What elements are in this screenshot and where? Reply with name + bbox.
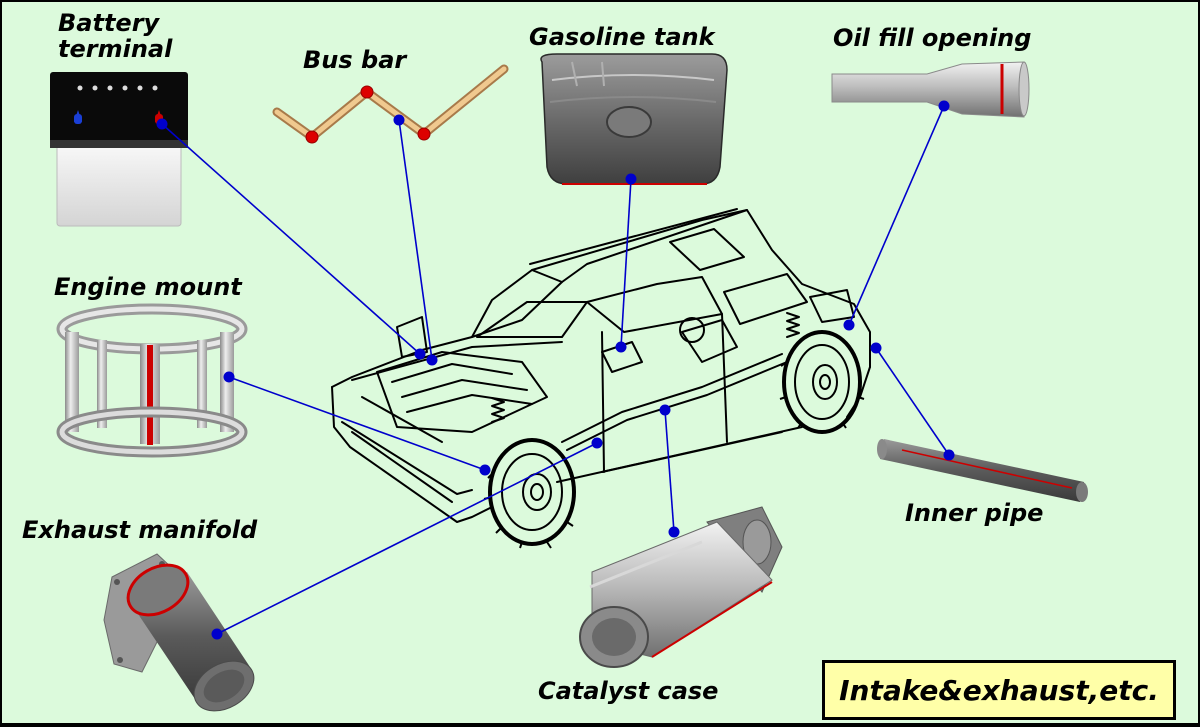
- leader-dots: [156, 100, 955, 640]
- gasoline-tank-icon: [540, 53, 728, 185]
- leader-lines: [161, 105, 950, 635]
- leader-line-bus-bar: [398, 119, 433, 361]
- engine-mount-icon: [56, 303, 248, 458]
- rear-wheel-icon: [779, 330, 865, 434]
- leader-line-inner-pipe: [875, 347, 950, 456]
- label-battery-terminal: Battery terminal: [58, 9, 173, 64]
- leader-line-gasoline-tank: [620, 178, 632, 348]
- leader-line-catalyst-case: [664, 409, 675, 533]
- leader-line-battery-terminal: [161, 123, 421, 355]
- catalyst-case-icon: [579, 506, 783, 668]
- leader-line-oil-fill-opening: [848, 105, 945, 326]
- bus-bar-icon: [272, 64, 509, 144]
- inner-pipe-icon: [877, 439, 1088, 502]
- label-bus-bar: Bus bar: [303, 46, 407, 74]
- suv-line-drawing-icon: [331, 208, 871, 523]
- exhaust-manifold-icon: [103, 553, 255, 712]
- front-wheel-icon: [483, 438, 576, 549]
- label-inner-pipe: Inner pipe: [905, 499, 1044, 527]
- label-oil-fill-opening: Oil fill opening: [833, 24, 1032, 52]
- label-engine-mount: Engine mount: [54, 273, 242, 301]
- category-banner: Intake&exhaust,etc.: [822, 660, 1176, 720]
- leader-line-engine-mount: [228, 376, 486, 471]
- battery-icon: [50, 72, 188, 227]
- leader-line-exhaust-manifold: [216, 442, 598, 635]
- label-catalyst-case: Catalyst case: [538, 677, 719, 705]
- oil-fill-pipe-icon: [831, 61, 1030, 118]
- label-gasoline-tank: Gasoline tank: [529, 23, 715, 51]
- label-exhaust-manifold: Exhaust manifold: [22, 516, 258, 544]
